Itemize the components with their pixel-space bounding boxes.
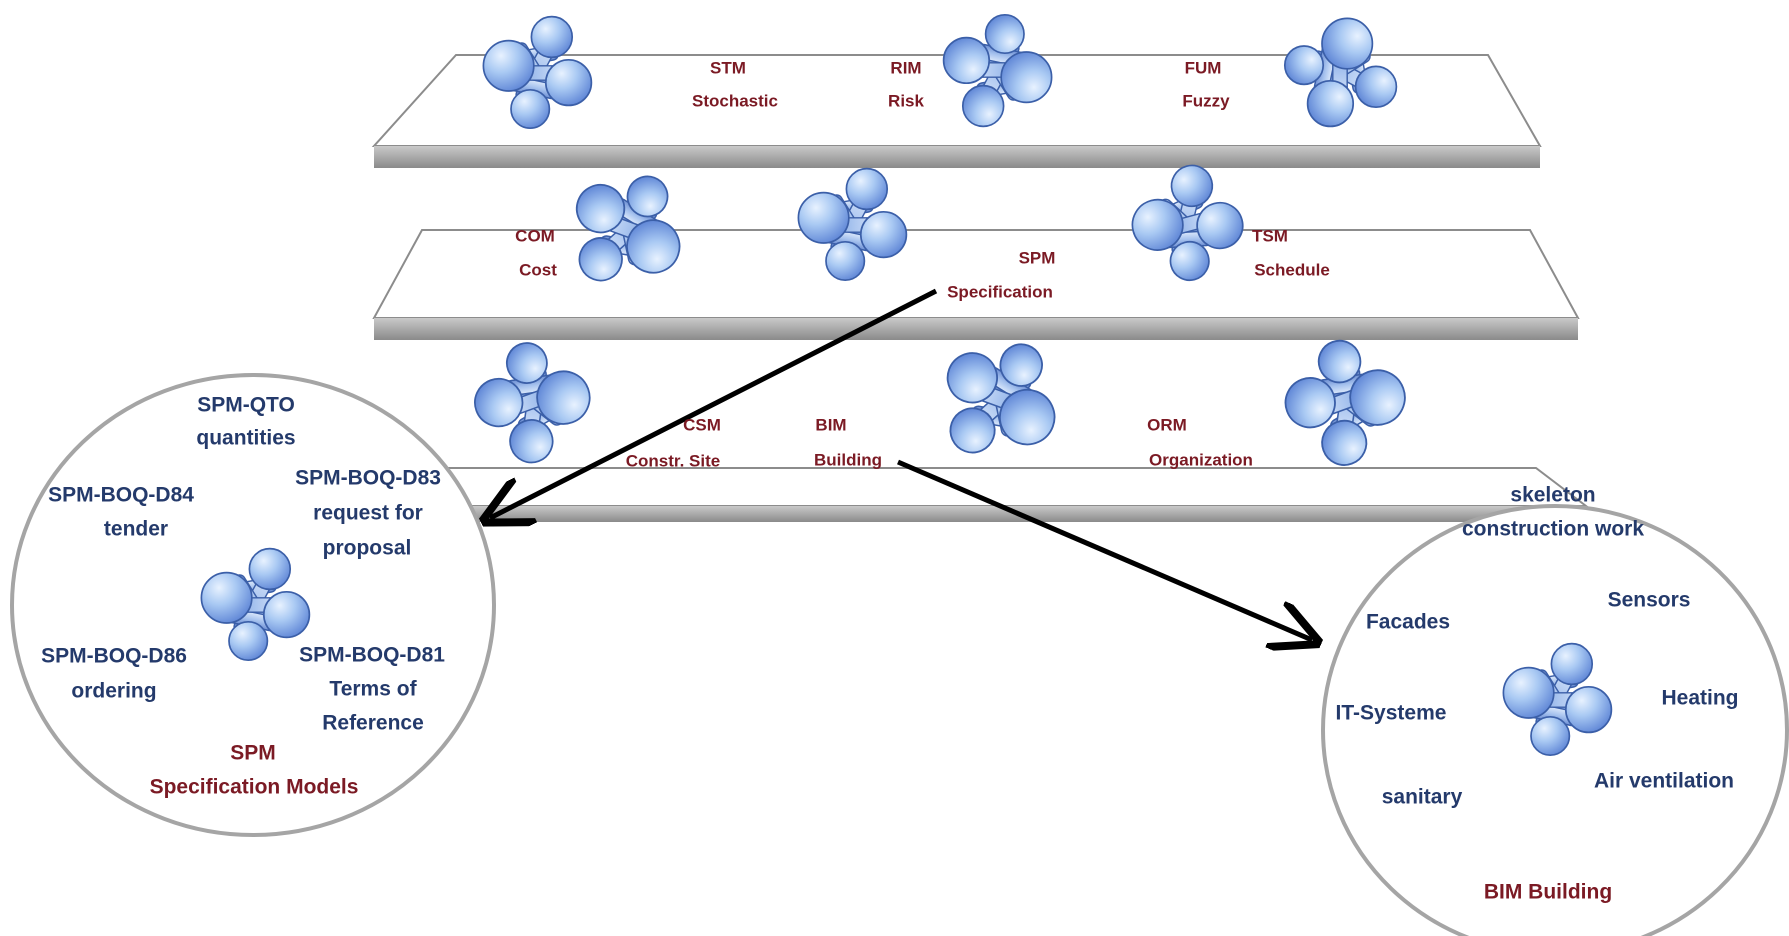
layer-code-spm: SPM xyxy=(1018,248,1056,268)
layer-name-building: Building xyxy=(814,450,882,470)
spm-d81-desc-2: Reference xyxy=(322,711,424,735)
spm-d83-code: SPM-BOQ-D83 xyxy=(295,466,441,490)
bim-facades: Facades xyxy=(1365,610,1451,634)
spm-circle-title-code: SPM xyxy=(230,741,276,765)
layer-name-constr-site: Constr. Site xyxy=(625,451,721,471)
bim-sensors: Sensors xyxy=(1607,588,1691,612)
layer-code-com: COM xyxy=(515,226,555,246)
spm-d81-code: SPM-BOQ-D81 xyxy=(299,643,445,667)
layer-code-orm: ORM xyxy=(1147,415,1187,435)
layer-name-risk: Risk xyxy=(888,91,924,111)
layer-code-bim: BIM xyxy=(815,415,847,435)
bim-air-ventilation: Air ventilation xyxy=(1593,769,1735,793)
bim-sanitary: sanitary xyxy=(1381,785,1463,809)
bim-skeleton-1: skeleton xyxy=(1510,483,1596,507)
layer-name-organization: Organization xyxy=(1149,450,1253,470)
layer-name-cost: Cost xyxy=(519,260,557,280)
spm-qto-code: SPM-QTO xyxy=(197,393,295,417)
molecule-icon-orm xyxy=(1269,323,1423,480)
layer-name-stochastic: Stochastic xyxy=(692,91,778,111)
arrow-spm-to-detail xyxy=(490,288,938,518)
layer-code-stm: STM xyxy=(710,58,746,78)
layer-name-specification: Specification xyxy=(947,282,1053,302)
layer-plate-bottom xyxy=(319,467,1589,522)
molecule-icon-csm xyxy=(459,326,607,477)
layer-code-fum: FUM xyxy=(1184,58,1222,78)
layer-code-rim: RIM xyxy=(890,58,922,78)
layer-name-fuzzy: Fuzzy xyxy=(1182,91,1230,111)
spm-d84-desc: tender xyxy=(103,517,169,541)
layer-plate-top xyxy=(371,54,1542,168)
spm-d83-desc-2: proposal xyxy=(322,536,412,560)
spm-d81-desc-1: Terms of xyxy=(329,677,417,701)
spm-d86-code: SPM-BOQ-D86 xyxy=(41,644,187,668)
layer-name-schedule: Schedule xyxy=(1254,260,1330,280)
bim-heating: Heating xyxy=(1661,686,1739,710)
layer-code-csm: CSM xyxy=(683,415,721,435)
spm-d86-desc: ordering xyxy=(71,679,157,703)
arrow-bim-to-detail xyxy=(897,459,1312,640)
molecule-icon-bim xyxy=(923,321,1077,478)
spm-d84-code: SPM-BOQ-D84 xyxy=(48,483,194,507)
layer-code-tsm: TSM xyxy=(1252,226,1288,246)
bim-circle-title: BIM Building xyxy=(1483,880,1613,904)
spm-circle-title-name: Specification Models xyxy=(149,775,359,799)
bim-skeleton-2: construction work xyxy=(1461,517,1645,541)
bim-it-systeme: IT-Systeme xyxy=(1335,701,1447,725)
spm-qto-desc: quantities xyxy=(196,426,296,450)
spm-d83-desc-1: request for xyxy=(313,501,423,525)
